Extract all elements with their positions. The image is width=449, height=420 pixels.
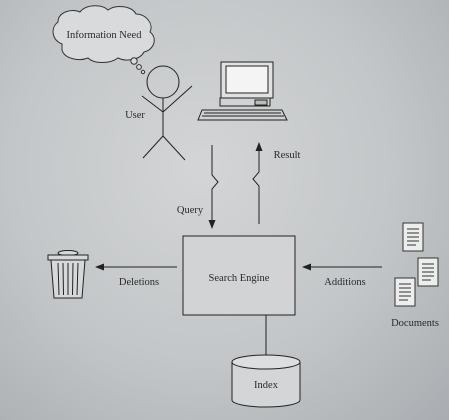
result-label: Result (274, 150, 301, 161)
document-page-1 (402, 222, 424, 252)
index-cylinder-icon (231, 354, 301, 408)
thought-bubble (52, 5, 155, 75)
trash-can-icon (47, 250, 89, 299)
documents-icon (394, 222, 439, 307)
result-arrow (252, 142, 263, 224)
computer-icon (197, 61, 288, 121)
document-page-2 (417, 257, 439, 287)
query-label: Query (177, 205, 204, 216)
query-arrow (208, 145, 219, 229)
additions-label: Additions (324, 277, 365, 288)
index-label: Index (254, 380, 279, 391)
documents-label: Documents (391, 318, 439, 329)
user-label: User (125, 110, 145, 121)
document-page-3 (394, 277, 416, 307)
information-need-label: Information Need (67, 30, 143, 41)
user-stick-figure-icon (141, 65, 193, 161)
search-engine-label: Search Engine (209, 273, 270, 284)
deletions-label: Deletions (119, 277, 159, 288)
search-engine-box (182, 235, 296, 316)
